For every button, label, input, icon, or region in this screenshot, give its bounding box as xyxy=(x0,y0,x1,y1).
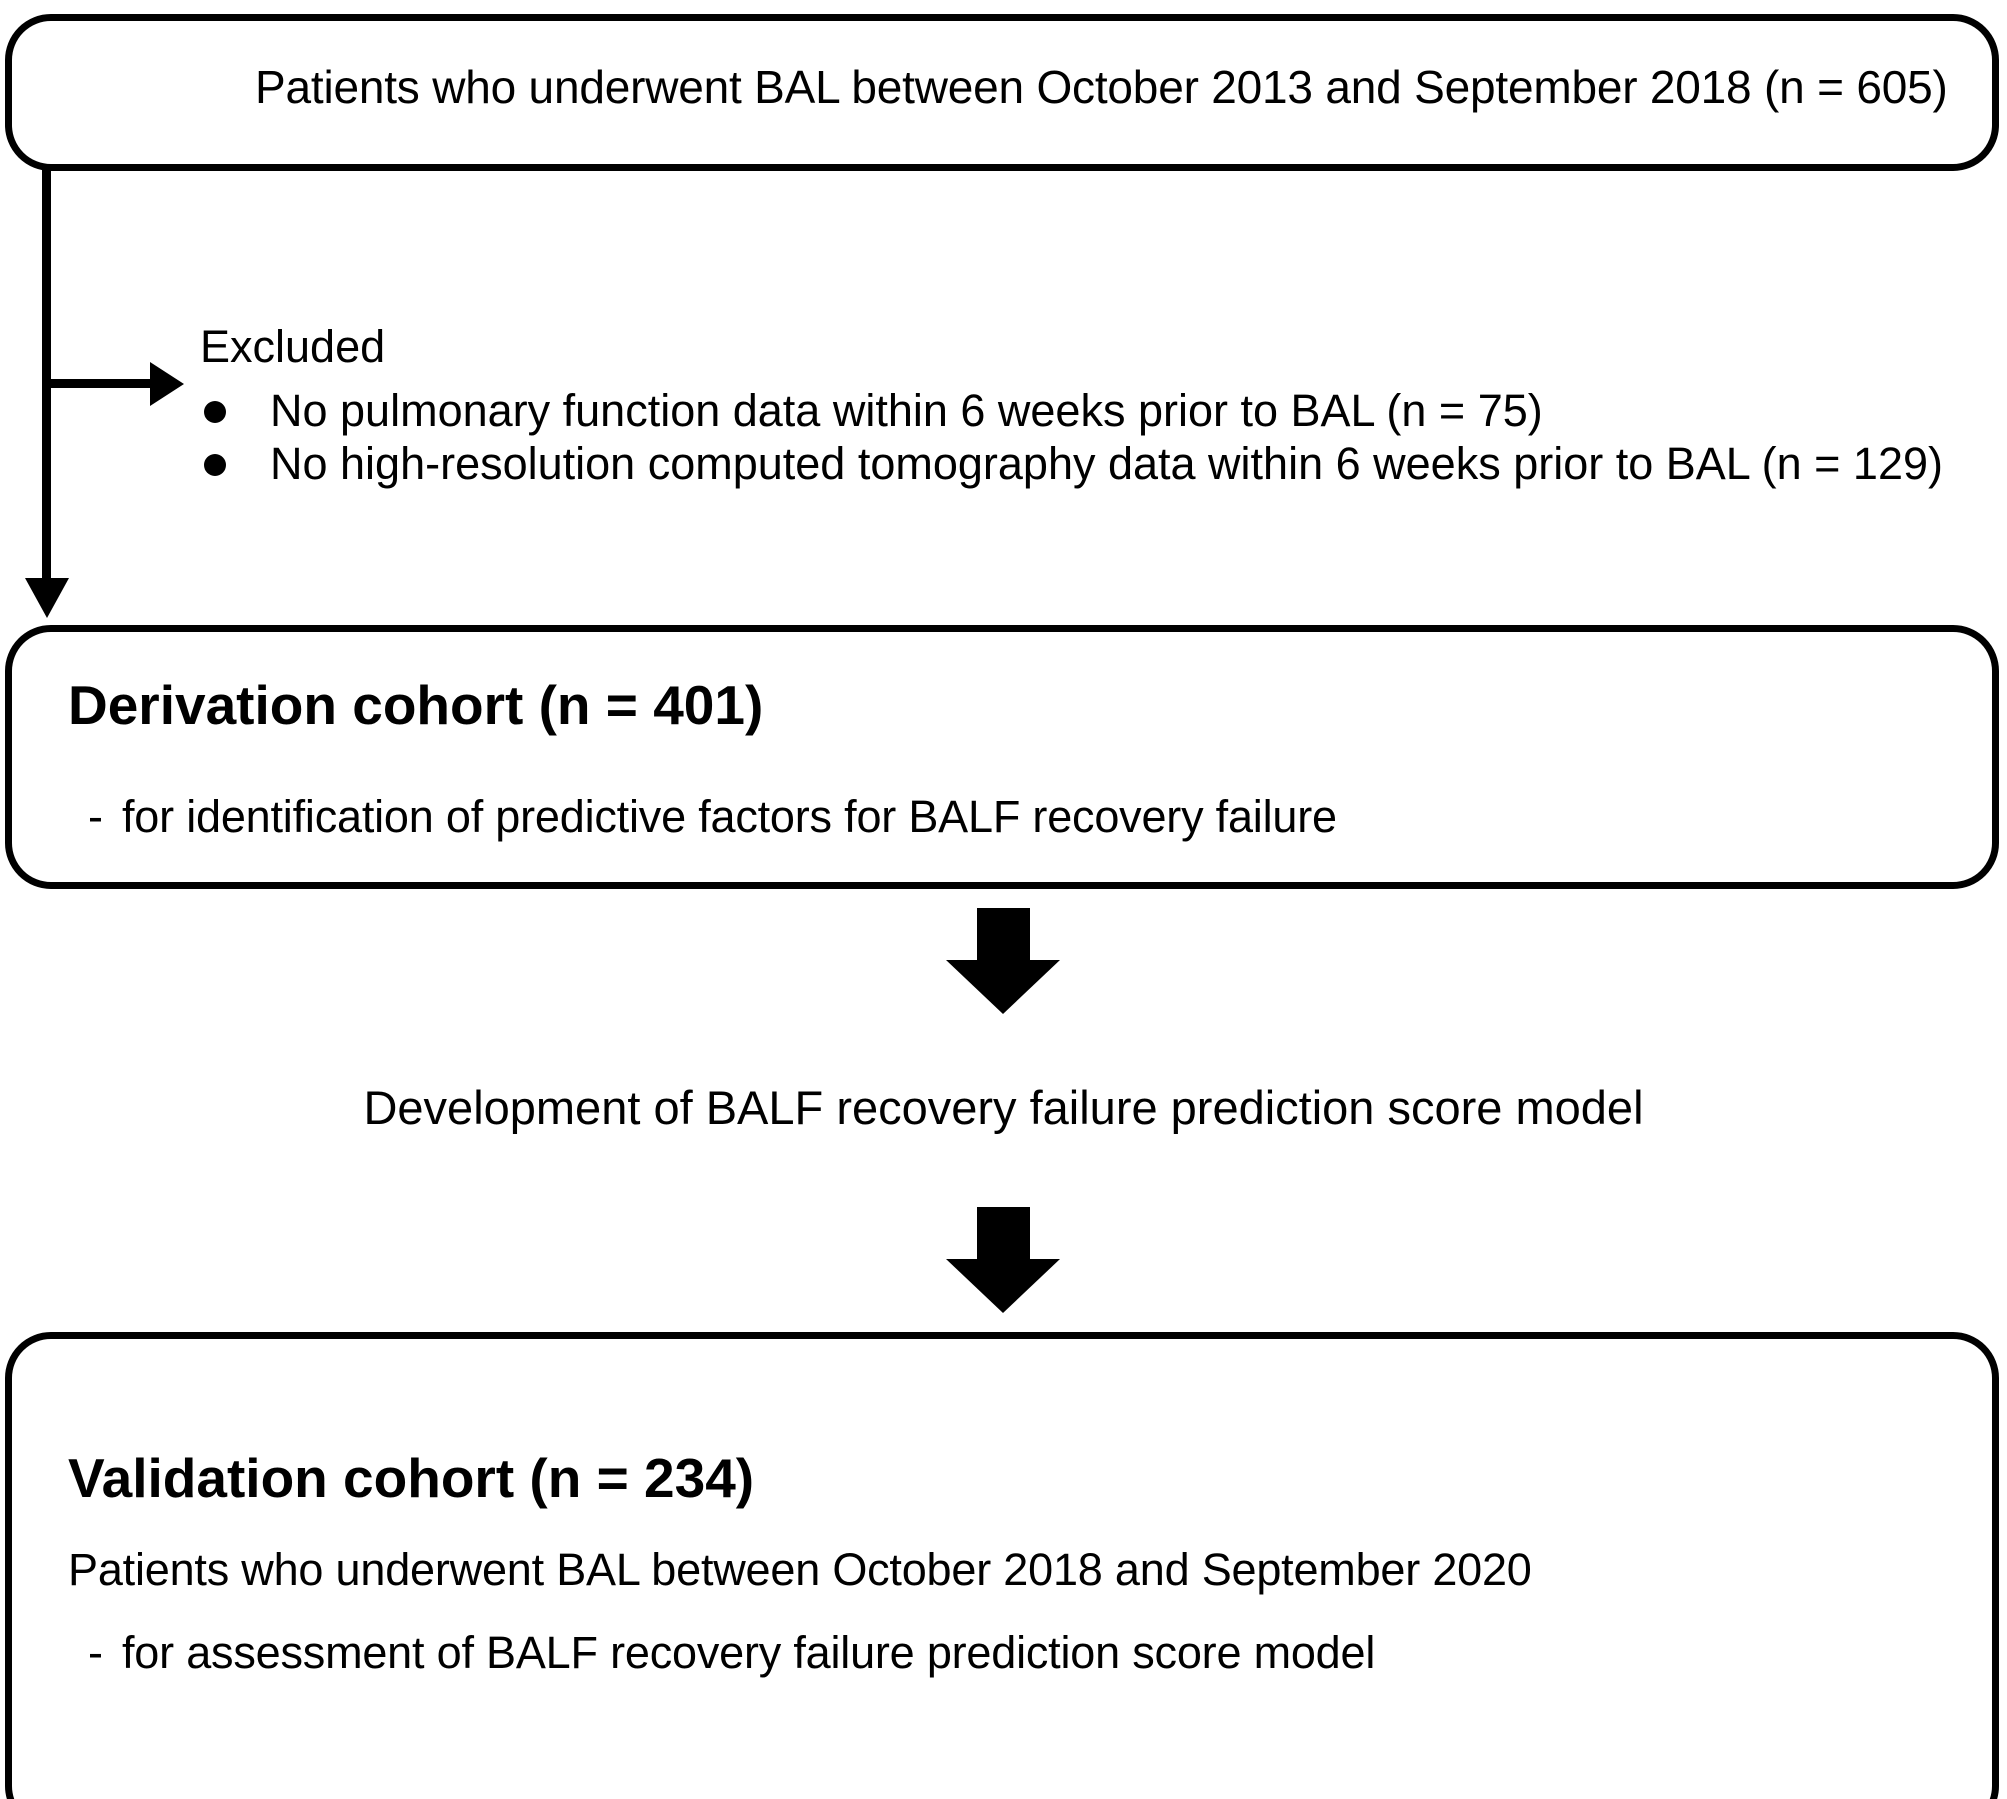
enrollment-label: Patients who underwent BAL between Octob… xyxy=(255,61,1948,113)
dash-marker: - xyxy=(88,791,103,842)
arrow-head xyxy=(946,960,1060,1014)
validation-cohort-detail-label: for assessment of BALF recovery failure … xyxy=(122,1627,1376,1678)
enrollment-box xyxy=(5,14,1999,171)
bullet-icon xyxy=(204,454,226,476)
arrow-right-icon xyxy=(150,362,184,406)
derivation-cohort-box xyxy=(5,625,1999,889)
exclusion-block: Excluded No pulmonary function data with… xyxy=(200,321,1943,490)
bullet-icon xyxy=(204,401,226,423)
exclusion-branch-line xyxy=(42,379,155,388)
dash-marker: - xyxy=(88,1627,103,1678)
trunk-connector-line xyxy=(42,170,51,582)
list-item: No high-resolution computed tomography d… xyxy=(200,437,1943,490)
list-item: No pulmonary function data within 6 week… xyxy=(200,384,1900,437)
derivation-cohort-title: Derivation cohort (n = 401) xyxy=(68,674,764,736)
block-arrow-down-icon xyxy=(946,1207,1060,1313)
derivation-cohort-detail-label: for identification of predictive factors… xyxy=(122,791,1337,842)
validation-cohort-title: Validation cohort (n = 234) xyxy=(68,1447,755,1509)
validation-cohort-subtitle: Patients who underwent BAL between Octob… xyxy=(68,1544,1532,1595)
arrow-down-icon xyxy=(25,578,69,618)
validation-cohort-box xyxy=(5,1332,1999,1799)
derivation-cohort-detail: -for identification of predictive factor… xyxy=(88,792,1337,842)
arrow-shaft xyxy=(977,908,1030,964)
exclusion-item-label: No pulmonary function data within 6 week… xyxy=(270,385,1543,436)
block-arrow-down-icon xyxy=(946,908,1060,1014)
exclusion-heading: Excluded xyxy=(200,321,386,372)
exclusion-item-label: No high-resolution computed tomography d… xyxy=(270,438,1943,489)
arrow-shaft xyxy=(977,1207,1030,1263)
arrow-head xyxy=(946,1259,1060,1313)
exclusion-list: No pulmonary function data within 6 week… xyxy=(200,384,1943,490)
development-step-caption: Development of BALF recovery failure pre… xyxy=(363,1081,1644,1134)
validation-cohort-detail: -for assessment of BALF recovery failure… xyxy=(88,1628,1375,1678)
